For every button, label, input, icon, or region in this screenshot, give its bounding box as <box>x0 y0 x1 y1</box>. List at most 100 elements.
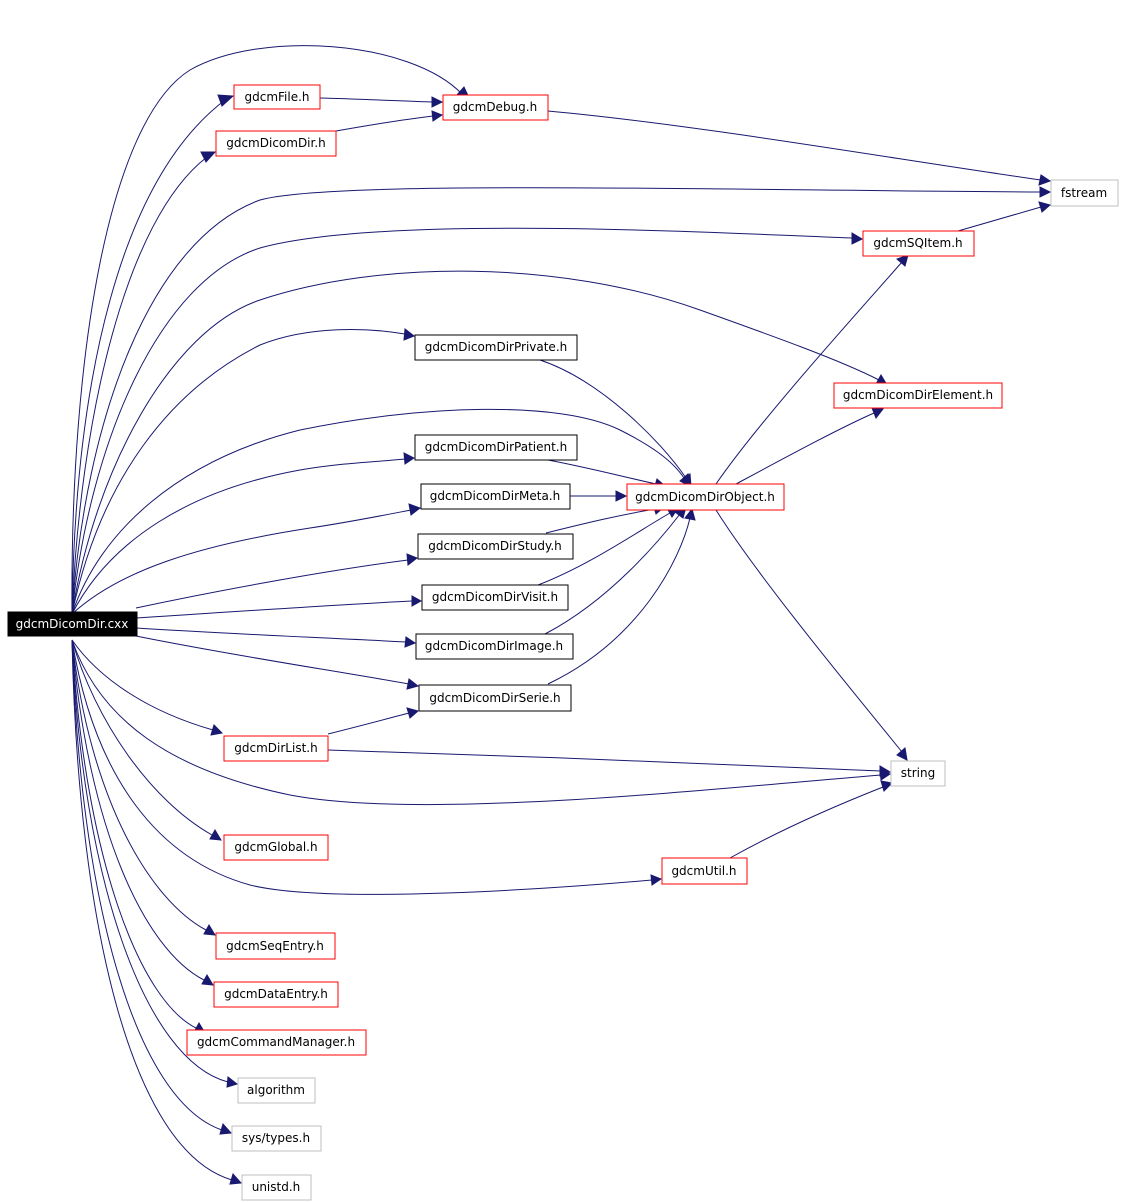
node-unistd[interactable]: unistd.h <box>241 1174 312 1201</box>
arrowhead <box>403 328 415 341</box>
arrowhead <box>879 765 892 777</box>
edge-root-dicomdirpatient <box>71 458 406 615</box>
node-gdcmdirlist[interactable]: gdcmDirList.h <box>223 735 329 762</box>
node-gdcmdicomdirprivate[interactable]: gdcmDicomDirPrivate.h <box>414 334 578 361</box>
node-gdcmutil-label: gdcmUtil.h <box>671 864 736 878</box>
edges <box>71 45 1052 1185</box>
edge-util-string <box>729 786 884 859</box>
node-gdcmdicomdirpatient[interactable]: gdcmDicomDirPatient.h <box>414 434 578 461</box>
node-gdcmfile[interactable]: gdcmFile.h <box>233 84 321 110</box>
arrowhead <box>406 707 420 719</box>
node-gdcmdataentry[interactable]: gdcmDataEntry.h <box>213 981 339 1008</box>
node-gdcmseqentry[interactable]: gdcmSeqEntry.h <box>215 932 336 960</box>
arrowhead <box>871 407 884 419</box>
arrowhead <box>408 503 422 516</box>
node-gdcmdicomdir-h-label: gdcmDicomDir.h <box>226 136 326 150</box>
node-gdcmseqentry-label: gdcmSeqEntry.h <box>226 939 324 953</box>
node-string[interactable]: string <box>890 760 946 787</box>
arrowhead <box>226 1076 239 1088</box>
arrowhead <box>210 724 224 736</box>
node-unistd-label: unistd.h <box>252 1180 301 1194</box>
arrowhead <box>431 96 444 108</box>
node-gdcmdicomdirvisit[interactable]: gdcmDicomDirVisit.h <box>421 584 569 611</box>
edge-file-debug <box>319 97 434 103</box>
edge-root-file <box>71 99 226 615</box>
arrowhead <box>684 507 696 521</box>
edge-dirlist-serie <box>327 712 410 735</box>
node-algorithm[interactable]: algorithm <box>237 1077 316 1104</box>
edge-root-dicomdirh <box>71 156 208 615</box>
arrowhead <box>851 232 864 245</box>
node-systypes-label: sys/types.h <box>242 1131 310 1145</box>
edge-object-string <box>715 509 903 753</box>
edge-root-debug <box>71 45 463 615</box>
node-fstream[interactable]: fstream <box>1050 179 1119 207</box>
node-string-label: string <box>901 766 935 780</box>
node-gdcmdataentry-label: gdcmDataEntry.h <box>224 987 328 1001</box>
edge-serie-object <box>547 517 691 685</box>
arrowhead <box>201 974 214 986</box>
edge-dirlist-string <box>327 749 882 772</box>
node-gdcmglobal[interactable]: gdcmGlobal.h <box>223 834 329 861</box>
edge-sqitem-fstream <box>957 206 1042 232</box>
arrowhead <box>615 490 628 502</box>
arrowhead <box>650 874 663 886</box>
node-gdcmdicomdirimage[interactable]: gdcmDicomDirImage.h <box>415 633 574 660</box>
edge-dicomdirh-debug <box>335 115 434 132</box>
node-gdcmdicomdirprivate-label: gdcmDicomDirPrivate.h <box>425 340 568 354</box>
edge-debug-fstream <box>547 110 1042 181</box>
node-gdcmutil[interactable]: gdcmUtil.h <box>661 857 748 885</box>
edge-root-sqitem <box>71 227 853 615</box>
edge-root-commandmanager <box>71 639 197 1029</box>
arrowhead <box>880 780 894 792</box>
arrowhead <box>411 595 423 607</box>
edge-object-element <box>735 412 875 485</box>
node-fstream-label: fstream <box>1061 186 1107 200</box>
edge-visit-object <box>537 512 671 586</box>
edge-root-global <box>71 639 213 836</box>
edge-root-fstream <box>71 187 1042 615</box>
node-gdcmsqitem[interactable]: gdcmSQItem.h <box>862 230 975 257</box>
arrowhead <box>681 473 692 487</box>
edge-root-util <box>71 639 653 895</box>
edge-root-string <box>71 639 882 806</box>
arrowhead <box>406 678 420 690</box>
arrowhead <box>406 553 418 566</box>
node-gdcmdebug-label: gdcmDebug.h <box>453 100 537 114</box>
edge-study-object <box>545 508 656 534</box>
node-gdcmglobal-label: gdcmGlobal.h <box>234 840 317 854</box>
node-gdcmdicomdirserie[interactable]: gdcmDicomDirSerie.h <box>418 684 572 712</box>
edge-root-dicomdirimage <box>135 627 407 643</box>
node-gdcmsqitem-label: gdcmSQItem.h <box>873 236 962 250</box>
arrowhead <box>1038 174 1052 186</box>
node-systypes[interactable]: sys/types.h <box>231 1125 322 1152</box>
edge-root-systypes <box>71 639 223 1131</box>
edge-image-object <box>544 513 681 635</box>
node-gdcmdicomdir-h[interactable]: gdcmDicomDir.h <box>215 130 337 157</box>
arrowhead <box>219 1122 233 1135</box>
node-gdcmdicomdirstudy-label: gdcmDicomDirStudy.h <box>428 539 562 553</box>
node-gdcmdicomdirobject[interactable]: gdcmDicomDirObject.h <box>626 483 785 511</box>
node-gdcmdicomdirmeta[interactable]: gdcmDicomDirMeta.h <box>420 483 571 510</box>
node-gdcmdicomdirelement-label: gdcmDicomDirElement.h <box>843 388 993 402</box>
node-gdcmdicomdirserie-label: gdcmDicomDirSerie.h <box>429 691 560 705</box>
arrowhead <box>203 924 216 936</box>
edge-root-dicomdirserie <box>135 635 410 685</box>
edge-root-dataentry <box>71 639 205 981</box>
edge-object-sqitem <box>715 261 903 485</box>
arrowhead <box>896 747 908 761</box>
node-root[interactable]: gdcmDicomDir.cxx <box>7 611 138 637</box>
nodes: gdcmDicomDir.cxx gdcmFile.h gdcmDebug.h … <box>7 84 1119 1201</box>
arrowhead <box>209 829 222 841</box>
node-gdcmdebug[interactable]: gdcmDebug.h <box>442 94 549 121</box>
node-gdcmdicomdirvisit-label: gdcmDicomDirVisit.h <box>432 590 558 604</box>
edge-private-object <box>539 359 687 479</box>
arrowhead <box>229 1172 243 1185</box>
arrowhead <box>431 110 444 122</box>
node-gdcmdicomdirelement[interactable]: gdcmDicomDirElement.h <box>833 382 1003 409</box>
edge-patient-object <box>547 459 657 485</box>
node-gdcmcommandmanager[interactable]: gdcmCommandManager.h <box>186 1029 367 1056</box>
node-gdcmdicomdirstudy[interactable]: gdcmDicomDirStudy.h <box>417 533 574 560</box>
edge-root-dicomdirstudy <box>135 559 409 609</box>
